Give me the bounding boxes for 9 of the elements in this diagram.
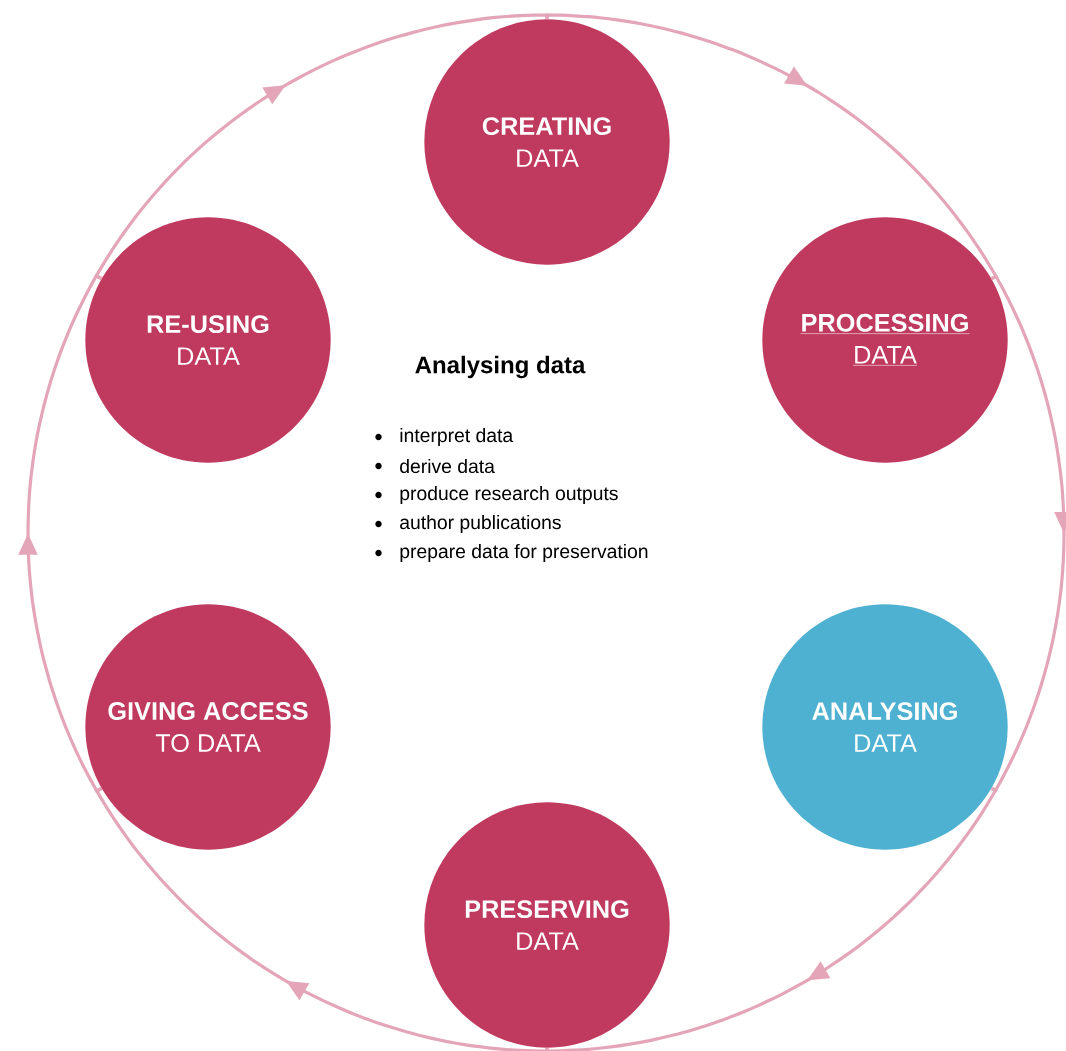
bullet-item: author publications xyxy=(375,515,561,533)
arrow xyxy=(991,275,1066,792)
bullet-item: prepare data for preservation xyxy=(375,544,648,562)
heading: Analysing data xyxy=(415,355,586,379)
arrow xyxy=(545,13,998,280)
bullet-item: interpret data xyxy=(375,428,514,446)
bullet-item: produce research outputs xyxy=(375,486,618,504)
bullet-item: derive data xyxy=(375,458,495,474)
arrow xyxy=(18,274,103,793)
